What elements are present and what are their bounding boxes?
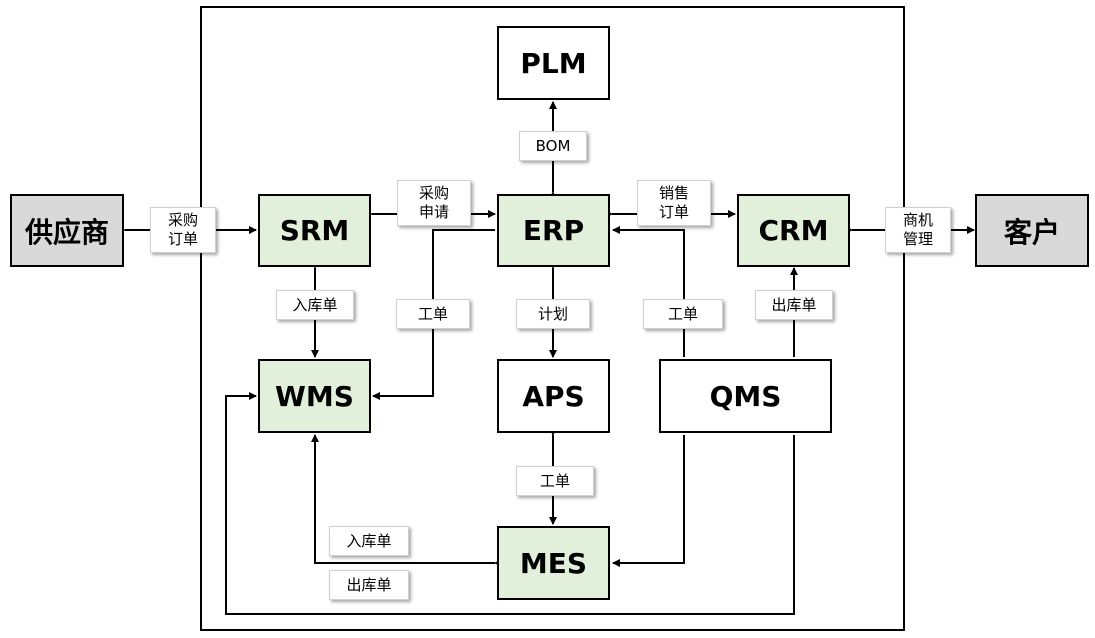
aps-node: APS: [497, 359, 610, 433]
label-sales-order: 销售 订单: [637, 180, 711, 226]
label-outbound-qms-crm: 出库单: [755, 290, 833, 320]
label-purchase-order: 采购 订单: [150, 207, 216, 253]
label-work-order-erp-wms: 工单: [396, 299, 470, 329]
connector-qms-wms-loop: [225, 392, 795, 615]
connector-qms-mes: [612, 435, 685, 567]
label-inbound-mes-wms: 入库单: [329, 526, 409, 556]
label-purchase-request: 采购 申请: [397, 180, 471, 226]
qms-node: QMS: [659, 359, 832, 433]
system-boundary: [200, 6, 905, 631]
label-work-order-aps-mes: 工单: [516, 466, 594, 496]
label-work-order-qms: 工单: [643, 299, 723, 329]
label-outbound-mes: 出库单: [329, 570, 409, 600]
label-inbound-srm-wms: 入库单: [276, 290, 354, 320]
crm-node: CRM: [737, 194, 850, 267]
label-plan: 计划: [516, 299, 590, 329]
connector-qms-erp: [612, 226, 685, 357]
connector-mes-wms: [311, 434, 502, 567]
mes-node: MES: [497, 526, 610, 600]
label-opportunity-mgmt: 商机 管理: [885, 207, 951, 253]
erp-node: ERP: [497, 194, 610, 267]
label-bom: BOM: [519, 131, 587, 161]
srm-node: SRM: [258, 194, 371, 267]
customer-node: 客户: [975, 194, 1089, 267]
wms-node: WMS: [258, 359, 371, 433]
plm-node: PLM: [497, 26, 610, 100]
supplier-node: 供应商: [10, 194, 124, 267]
